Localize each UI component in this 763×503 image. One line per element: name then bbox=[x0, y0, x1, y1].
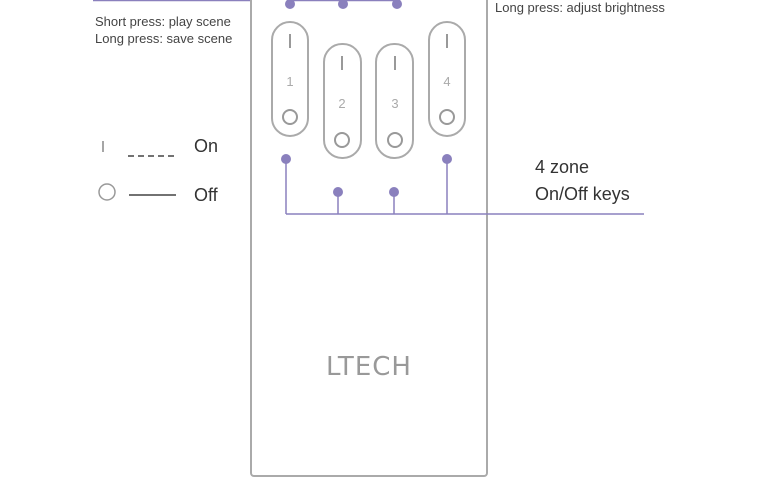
callout-dot bbox=[281, 154, 291, 164]
key-label: 2 bbox=[338, 96, 345, 111]
zone-key-4[interactable]: 4 bbox=[428, 21, 466, 137]
zone-label-line2: On/Off keys bbox=[535, 184, 630, 204]
callout-dot bbox=[333, 187, 343, 197]
zone-key-3[interactable]: 3 bbox=[375, 43, 414, 159]
legend-off-label: Off bbox=[194, 185, 218, 205]
brand-logo: LTECH bbox=[326, 352, 412, 382]
scene-long-press-text: Long press: save scene bbox=[95, 31, 233, 46]
callout-dot bbox=[392, 0, 402, 9]
callout-dot bbox=[338, 0, 348, 9]
brightness-long-press-text: Long press: adjust brightness bbox=[495, 0, 665, 15]
zone-key-2[interactable]: 2 bbox=[323, 43, 362, 159]
scene-short-press-text: Short press: play scene bbox=[95, 14, 231, 29]
key-label: 3 bbox=[391, 96, 398, 111]
callout-dot bbox=[442, 154, 452, 164]
key-label: 4 bbox=[443, 74, 450, 89]
callout-dot bbox=[389, 187, 399, 197]
zone-label-line1: 4 zone bbox=[535, 157, 590, 177]
off-symbol-icon bbox=[98, 183, 116, 201]
key-label: 1 bbox=[286, 74, 293, 89]
remote-body bbox=[250, 0, 488, 477]
legend-on-label: On bbox=[194, 136, 219, 156]
zone-callout-lines bbox=[285, 159, 644, 215]
callout-dot bbox=[285, 0, 295, 9]
zone-key-1[interactable]: 1 bbox=[271, 21, 309, 137]
